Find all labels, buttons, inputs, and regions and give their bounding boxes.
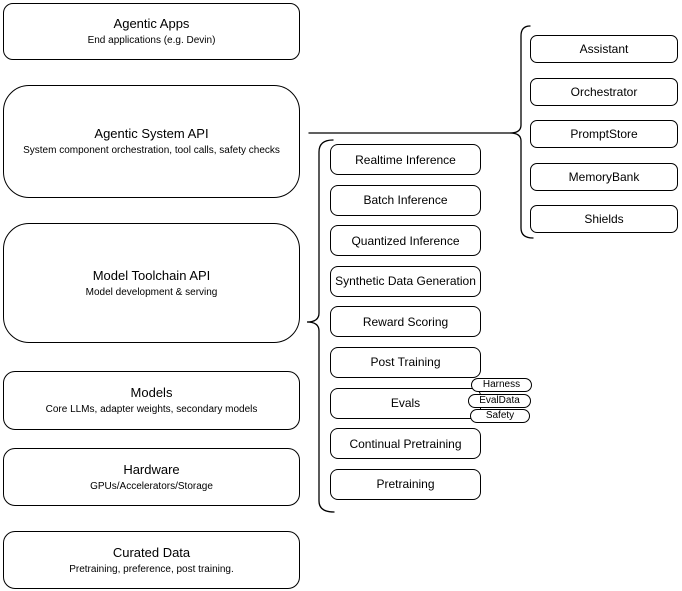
tag-harness: Harness: [471, 378, 532, 392]
node-shields: Shields: [530, 205, 678, 233]
node-subtitle: End applications (e.g. Devin): [87, 35, 216, 46]
node-hardware: Hardware GPUs/Accelerators/Storage: [3, 448, 300, 506]
node-memorybank: MemoryBank: [530, 162, 678, 191]
node-title: Models: [130, 385, 173, 400]
node-title: Curated Data: [112, 544, 191, 560]
node-orchestrator: Orchestrator: [530, 77, 678, 106]
node-title: Agentic System API: [94, 126, 209, 141]
node-subtitle: Core LLMs, adapter weights, secondary mo…: [45, 404, 258, 415]
node-models: Models Core LLMs, adapter weights, secon…: [3, 371, 300, 430]
node-title: Model Toolchain API: [92, 267, 211, 283]
node-agentic-system-api: Agentic System API System component orch…: [3, 85, 300, 198]
node-realtime-inference: Realtime Inference: [330, 144, 481, 175]
node-title: Agentic Apps: [113, 16, 190, 31]
node-model-toolchain-api: Model Toolchain API Model development & …: [3, 223, 300, 343]
node-synthetic-data-generation: Synthetic Data Generation: [330, 265, 481, 297]
tag-safety: Safety: [470, 409, 530, 423]
node-continual-pretraining: Continual Pretraining: [330, 428, 481, 460]
node-subtitle: System component orchestration, tool cal…: [23, 145, 280, 156]
node-subtitle: Pretraining, preference, post training.: [69, 563, 234, 575]
node-promptstore: PromptStore: [530, 120, 678, 148]
node-subtitle: Model development & serving: [85, 286, 218, 298]
node-quantized-inference: Quantized Inference: [330, 225, 481, 257]
node-title: Hardware: [123, 461, 180, 477]
node-evals: Evals: [330, 387, 481, 419]
tag-evaldata: EvalData: [468, 394, 531, 408]
node-pretraining: Pretraining: [330, 468, 481, 500]
node-curated-data: Curated Data Pretraining, preference, po…: [3, 531, 300, 589]
node-assistant: Assistant: [530, 35, 678, 63]
toolchain-item-group: Realtime Inference Batch Inference Quant…: [330, 144, 481, 500]
node-agentic-apps: Agentic Apps End applications (e.g. Devi…: [3, 3, 300, 60]
node-post-training: Post Training: [330, 346, 481, 378]
system-component-group: Assistant Orchestrator PromptStore Memor…: [530, 35, 678, 233]
node-subtitle: GPUs/Accelerators/Storage: [90, 480, 213, 492]
node-reward-scoring: Reward Scoring: [330, 306, 481, 338]
node-batch-inference: Batch Inference: [330, 184, 481, 216]
